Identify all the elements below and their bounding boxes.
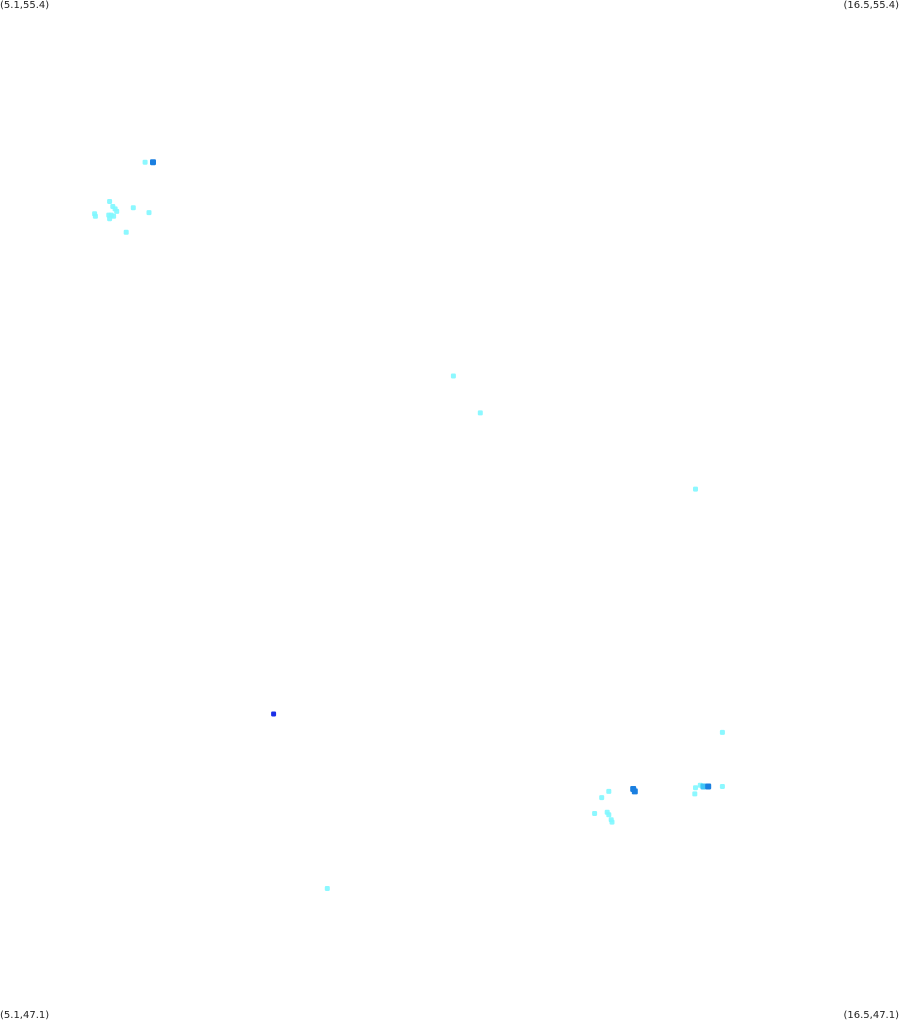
- heat-point: [700, 783, 707, 790]
- heat-point: [123, 229, 129, 235]
- heat-point: [693, 785, 698, 791]
- heat-point: [693, 486, 698, 492]
- heat-point: [631, 788, 638, 795]
- corner-label-bottom-right: (16.5,47.1): [843, 1010, 899, 1021]
- heat-point: [92, 213, 98, 219]
- heat-point: [705, 783, 712, 790]
- corner-label-bottom-left: (5.1,47.1): [0, 1010, 50, 1021]
- heat-point: [477, 410, 483, 416]
- heat-point: [692, 791, 698, 797]
- heat-point: [324, 886, 330, 891]
- heat-point: [592, 811, 598, 816]
- heat-point: [719, 784, 725, 789]
- heat-point: [599, 795, 605, 801]
- heat-point: [107, 199, 113, 204]
- heat-point: [146, 210, 152, 216]
- heat-point: [606, 812, 612, 818]
- heat-point: [609, 819, 615, 825]
- heat-point: [108, 212, 114, 218]
- heat-point: [606, 788, 612, 794]
- corner-label-top-right: (16.5,55.4): [843, 0, 899, 11]
- corner-label-top-left: (5.1,55.4): [0, 0, 50, 11]
- heat-point: [150, 159, 156, 166]
- heat-point: [142, 159, 148, 165]
- heat-point: [114, 208, 120, 214]
- heat-point: [271, 711, 277, 717]
- heat-point: [130, 205, 136, 211]
- heat-point: [719, 729, 725, 735]
- heat-point: [450, 373, 456, 379]
